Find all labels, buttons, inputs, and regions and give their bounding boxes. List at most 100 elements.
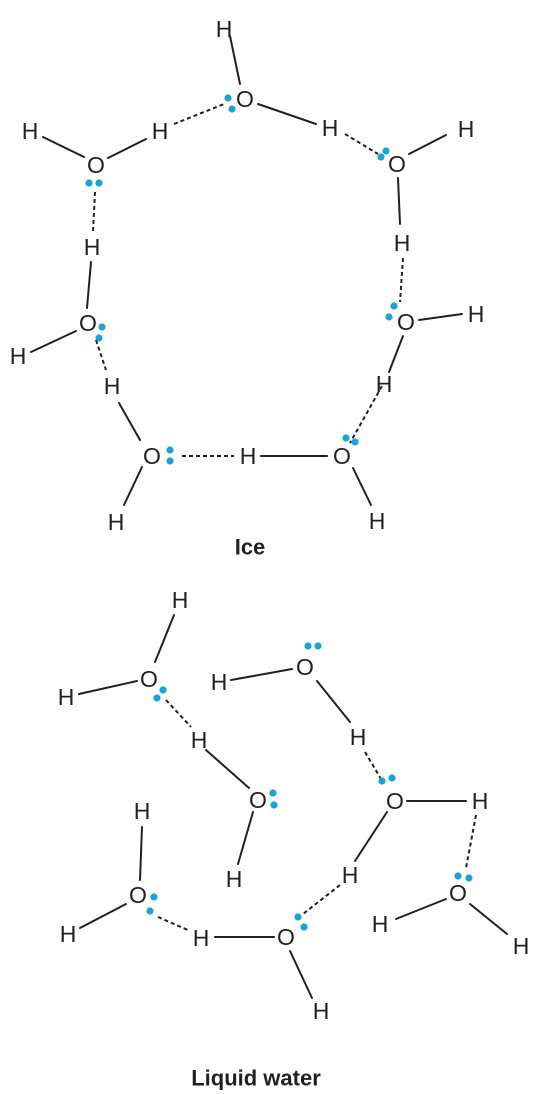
hydrogen-atom: H <box>108 509 125 535</box>
oxygen-atom: O <box>87 152 105 178</box>
covalent-bond <box>230 668 293 681</box>
hydrogen-bond <box>465 814 477 869</box>
lone-pair <box>269 789 278 809</box>
covalent-bond <box>42 136 85 158</box>
covalent-bond <box>154 614 175 663</box>
lone-pair <box>378 774 396 785</box>
hydrogen-atom: H <box>193 925 210 951</box>
hydrogen-bond <box>302 884 341 915</box>
hydrogen-bond <box>92 191 96 233</box>
oxygen-atom: O <box>140 666 158 692</box>
covalent-bond <box>352 467 372 506</box>
hydrogen-atom: H <box>134 798 151 824</box>
lone-pair <box>377 147 390 161</box>
hydrogen-atom: H <box>350 724 367 750</box>
covalent-bond <box>79 903 127 929</box>
hydrogen-atom: H <box>372 911 389 937</box>
hydrogen-atom: H <box>313 998 330 1024</box>
covalent-bond <box>316 680 351 723</box>
lone-pair <box>304 642 322 650</box>
hydrogen-atom: H <box>152 118 169 144</box>
lone-pair <box>454 872 473 882</box>
hydrogen-bond <box>157 916 191 932</box>
oxygen-atom: O <box>236 86 254 112</box>
hydrogen-atom: H <box>22 118 39 144</box>
covalent-bond <box>469 903 508 935</box>
ice-hydrogen-bonds <box>92 103 404 457</box>
covalent-bond <box>237 811 254 865</box>
hydrogen-atom: H <box>472 788 489 814</box>
covalent-bond <box>354 811 388 862</box>
hydrogen-atom: H <box>322 115 339 141</box>
liquid-covalent-bonds <box>78 614 508 999</box>
oxygen-atom: O <box>277 924 295 950</box>
hydrogen-atom: H <box>84 234 101 260</box>
oxygen-atom: O <box>296 654 314 680</box>
liquid-water-caption: Liquid water <box>191 1066 321 1091</box>
hydrogen-atom: H <box>172 587 189 613</box>
lone-pair <box>342 434 359 446</box>
oxygen-atom: O <box>249 787 267 813</box>
hydrogen-bond <box>364 751 382 780</box>
covalent-bond <box>123 466 143 506</box>
liquid-water-structure: H O H H O H H O O H H H H O O H H O H H … <box>58 587 530 1091</box>
liquid-atoms: H O H H O H H O O H H H H O O H H O H H … <box>58 587 530 1024</box>
hydrogen-bond <box>349 385 383 444</box>
hydrogen-atom: H <box>226 866 243 892</box>
oxygen-atom: O <box>386 788 404 814</box>
covalent-bond <box>257 103 317 125</box>
hydrogen-atom: H <box>240 443 257 469</box>
oxygen-atom: O <box>449 880 467 906</box>
ice-atoms: H O H O H H H O H H O H O H H H O H O H … <box>10 16 485 535</box>
hydrogen-bond <box>344 133 379 155</box>
covalent-bond <box>408 134 447 155</box>
hydrogen-atom: H <box>104 373 121 399</box>
hydrogen-atom: H <box>394 230 411 256</box>
covalent-bond <box>78 680 138 695</box>
hydrogen-bond <box>399 257 404 303</box>
hydrogen-atom: H <box>10 343 27 369</box>
hydrogen-bond <box>165 699 192 728</box>
oxygen-atom: O <box>388 151 406 177</box>
oxygen-atom: O <box>397 309 415 335</box>
covalent-bond <box>107 138 147 159</box>
oxygen-atom: O <box>143 443 161 469</box>
hydrogen-atom: H <box>60 921 77 947</box>
lone-pair <box>294 913 308 931</box>
covalent-bond <box>388 335 404 373</box>
lone-pair <box>166 446 174 465</box>
ice-lone-pairs <box>85 94 398 465</box>
hydrogen-bond <box>95 339 107 371</box>
liquid-hydrogen-bonds <box>157 699 477 932</box>
hydrogen-atom: H <box>369 508 386 534</box>
hydrogen-atom: H <box>58 684 75 710</box>
lone-pair <box>85 179 103 187</box>
hydrogen-atom: H <box>211 669 228 695</box>
liquid-lone-pairs <box>146 642 473 931</box>
ice-caption: Ice <box>235 535 266 560</box>
oxygen-atom: O <box>333 443 351 469</box>
hydrogen-bond <box>173 103 225 125</box>
hydrogen-atom: H <box>376 371 393 397</box>
ice-structure: H O H O H H H O H H O H O H H H O H O H … <box>10 16 485 560</box>
lone-pair <box>153 686 167 702</box>
hydrogen-atom: H <box>191 727 208 753</box>
covalent-bond <box>30 330 77 353</box>
covalent-bond <box>229 35 241 85</box>
covalent-bond <box>289 950 313 999</box>
oxygen-atom: O <box>129 882 147 908</box>
hydrogen-atom: H <box>513 933 530 959</box>
covalent-bond <box>118 402 141 441</box>
hydrogen-atom: H <box>342 862 359 888</box>
hydrogen-atom: H <box>468 301 485 327</box>
covalent-bond <box>418 313 463 321</box>
covalent-bond <box>139 826 143 881</box>
ice-covalent-bonds <box>30 35 463 506</box>
lone-pair <box>95 323 106 342</box>
covalent-bond <box>397 177 401 225</box>
covalent-bond <box>205 749 250 789</box>
hydrogen-atom: H <box>216 16 233 42</box>
lone-pair <box>224 94 236 113</box>
lone-pair <box>385 302 398 321</box>
